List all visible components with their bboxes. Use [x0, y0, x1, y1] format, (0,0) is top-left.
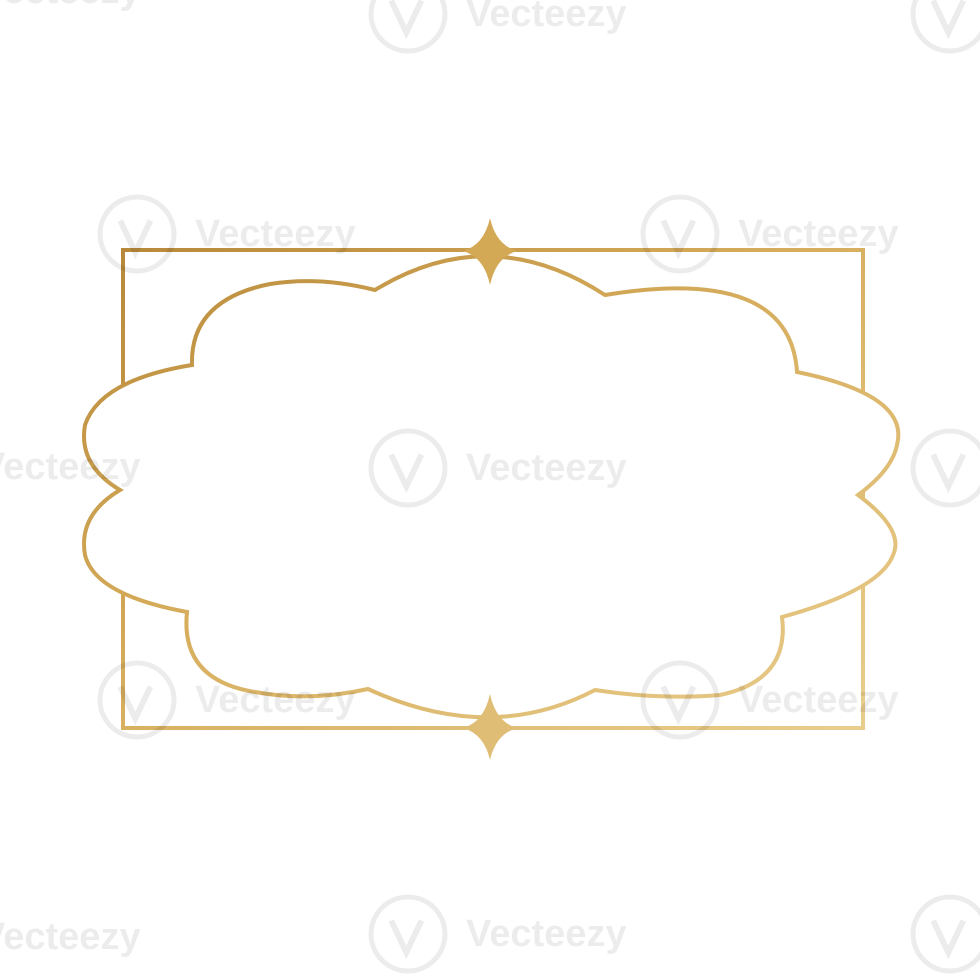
bottom-star-ornament: [463, 694, 517, 760]
top-star-ornament: [463, 218, 517, 285]
scalloped-inner-frame: [82, 254, 901, 720]
